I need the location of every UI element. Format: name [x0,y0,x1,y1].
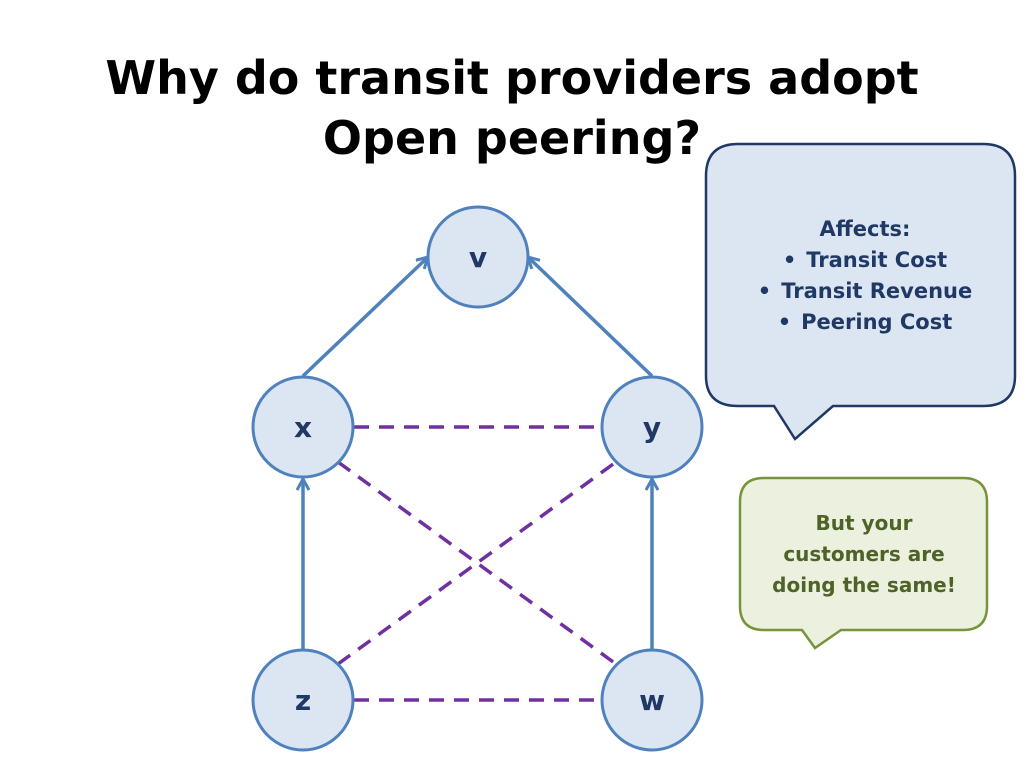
title-line-2: Open peering? [322,111,702,165]
node-v-label: v [469,241,487,274]
node-w-label: w [639,684,665,717]
transit-edge-y-v [528,257,654,378]
title-line-1: Why do transit providers adopt [105,51,919,105]
callout-affects-heading: Affects: [819,217,911,241]
node-z: z [251,648,355,752]
affects-item-transit-revenue: Transit Revenue [720,276,1010,307]
node-w: w [600,648,704,752]
callout-green-shape [738,476,989,650]
affects-item-peering-cost: Peering Cost [720,307,1010,338]
node-z-label: z [295,684,311,717]
affects-list: Transit Cost Transit Revenue Peering Cos… [720,245,1010,338]
callout-customers-line-1: But your [815,511,913,535]
node-y: y [600,375,704,479]
callout-customers-line-3: doing the same! [772,573,956,597]
affects-item-transit-cost: Transit Cost [720,245,1010,276]
node-x-label: x [294,411,312,444]
callout-affects: Affects: Transit Cost Transit Revenue Pe… [720,214,1010,338]
node-x: x [251,375,355,479]
node-y-label: y [643,411,661,444]
transit-edge-x-v [301,257,428,378]
peering-edge-x-w [336,460,618,666]
peering-edge-z-y [336,460,618,666]
callout-customers-line-2: customers are [783,542,945,566]
callout-customers: But your customers are doing the same! [748,508,980,601]
slide-title: Why do transit providers adopt Open peer… [0,48,1024,168]
node-v: v [426,205,530,309]
